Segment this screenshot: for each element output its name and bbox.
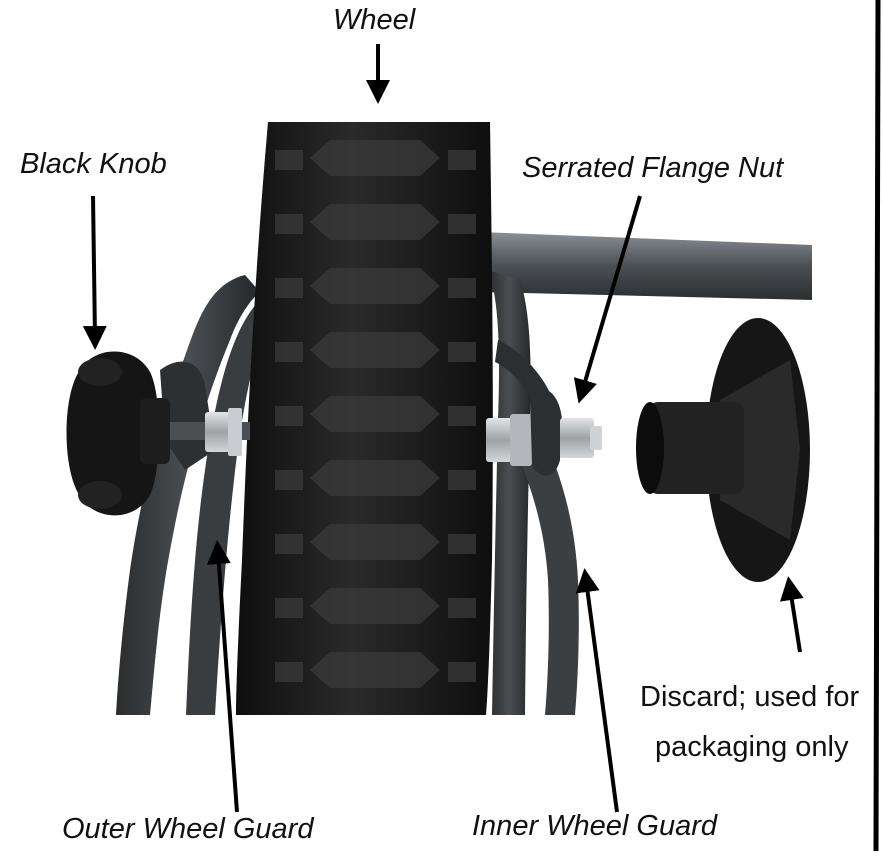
wheel-label: Wheel bbox=[333, 4, 416, 36]
outer-wheel-guard-label: Outer Wheel Guard bbox=[62, 813, 314, 845]
discard-arrow bbox=[779, 576, 804, 653]
tread-side-block bbox=[448, 342, 476, 362]
tread-block bbox=[310, 204, 440, 240]
black-knob-arrow bbox=[82, 195, 107, 350]
tread-block bbox=[310, 588, 440, 624]
tread-side-block bbox=[448, 150, 476, 170]
tread-block bbox=[310, 332, 440, 368]
tread-block bbox=[310, 460, 440, 496]
inner-wheel-guard-arrow bbox=[575, 568, 619, 813]
tread-side-block bbox=[448, 598, 476, 618]
tread-side-block bbox=[275, 598, 303, 618]
tread-side-block bbox=[275, 406, 303, 426]
discard-note-line1: Discard; used for bbox=[640, 681, 860, 713]
tread-block bbox=[310, 652, 440, 688]
discard-note-line2: packaging only bbox=[655, 731, 849, 763]
tread-side-block bbox=[448, 662, 476, 682]
tread-side-block bbox=[448, 278, 476, 298]
packaging-cap-part bbox=[636, 318, 810, 582]
tread-side-block bbox=[275, 470, 303, 490]
tread-side-block bbox=[275, 214, 303, 234]
outer-nuts bbox=[205, 408, 242, 456]
inner-wheel-guard bbox=[488, 270, 579, 715]
frame-bar bbox=[480, 232, 812, 300]
tread-side-block bbox=[275, 534, 303, 554]
tread-block bbox=[310, 140, 440, 176]
serrated-flange-nut-part bbox=[486, 389, 602, 476]
tread-block bbox=[310, 524, 440, 560]
tread-side-block bbox=[275, 150, 303, 170]
tread-side-block bbox=[448, 534, 476, 554]
tire-tread bbox=[275, 140, 476, 688]
tread-block bbox=[310, 268, 440, 304]
inner-wheel-guard-label: Inner Wheel Guard bbox=[472, 810, 718, 842]
tread-block bbox=[310, 396, 440, 432]
right-border bbox=[873, 0, 881, 852]
tread-side-block bbox=[448, 214, 476, 234]
serrated-flange-nut-label: Serrated Flange Nut bbox=[522, 152, 784, 184]
black-knob-label: Black Knob bbox=[20, 148, 167, 180]
tread-side-block bbox=[448, 470, 476, 490]
arrows bbox=[82, 44, 804, 813]
tread-side-block bbox=[275, 278, 303, 298]
black-knob-part bbox=[66, 351, 170, 516]
tread-side-block bbox=[275, 342, 303, 362]
tread-side-block bbox=[275, 662, 303, 682]
outer-wheel-guard bbox=[116, 275, 268, 715]
tread-side-block bbox=[448, 406, 476, 426]
outer-wheel-guard-arrow bbox=[206, 540, 239, 813]
serrated-flange-nut-arrow bbox=[573, 195, 642, 404]
